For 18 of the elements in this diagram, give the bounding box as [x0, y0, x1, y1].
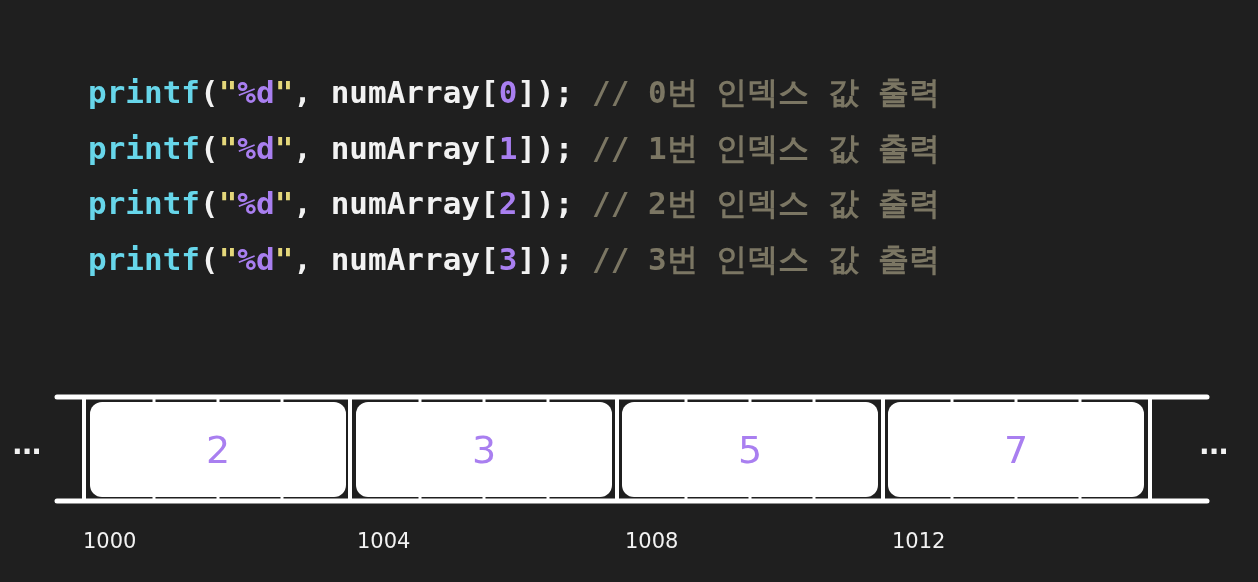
ellipsis: ... [1199, 428, 1228, 462]
cell-value: 7 [1003, 430, 1029, 469]
code-line: printf("%d", numArray[3]); // 3번 인덱스 값 출력 [88, 240, 940, 279]
cell-value: 3 [471, 430, 497, 469]
memory-cell [356, 402, 612, 497]
address-label: 1008 [625, 528, 679, 554]
memory-cell [90, 402, 346, 497]
memory-cell [622, 402, 878, 497]
address-label: 1004 [357, 528, 411, 554]
cell-value: 2 [205, 430, 231, 469]
memory-cell [888, 402, 1144, 497]
cell-value: 5 [737, 430, 763, 469]
code-line: printf("%d", numArray[0]); // 0번 인덱스 값 출력 [88, 73, 940, 112]
address-label: 1012 [892, 528, 946, 554]
code-line: printf("%d", numArray[1]); // 1번 인덱스 값 출력 [88, 129, 940, 168]
ellipsis: ... [12, 428, 41, 462]
code-line: printf("%d", numArray[2]); // 2번 인덱스 값 출력 [88, 184, 940, 223]
address-label: 1000 [83, 528, 137, 554]
